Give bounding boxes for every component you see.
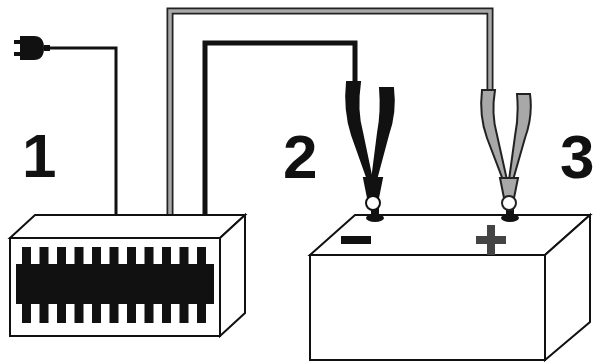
vent-slot — [92, 303, 101, 323]
mains-plug — [14, 36, 50, 60]
positive-clamp — [481, 90, 531, 210]
vent-slot — [145, 247, 154, 265]
vent-slot — [127, 247, 136, 265]
vent-slot — [40, 303, 49, 323]
callout-number: 3 — [560, 126, 594, 188]
vent-slot — [40, 247, 49, 265]
vent-slot — [75, 303, 84, 323]
vent-slot — [162, 303, 171, 323]
vent-slot — [92, 247, 101, 265]
vent-slot — [145, 303, 154, 323]
vent-slot — [110, 247, 119, 265]
charger-box — [10, 215, 245, 336]
vent-slot — [110, 303, 119, 323]
battery — [310, 206, 590, 360]
vent-slot — [75, 247, 84, 265]
vent-slot — [22, 303, 31, 323]
vent-slot — [197, 303, 206, 323]
vent-slot — [127, 303, 136, 323]
vent-slot — [57, 303, 66, 323]
minus-sign — [341, 236, 371, 244]
mains-cord — [48, 48, 116, 216]
positive-wire — [170, 11, 490, 216]
vent-slot — [197, 247, 206, 265]
negative-clamp — [346, 82, 394, 210]
vent-slot — [162, 247, 171, 265]
vent-slot — [57, 247, 66, 265]
vent-slot — [180, 303, 189, 323]
callout-number: 1 — [22, 125, 56, 187]
vent-slot — [180, 247, 189, 265]
vent-slot — [22, 247, 31, 265]
negative-wire — [205, 43, 355, 216]
callout-number: 2 — [283, 126, 317, 188]
positive-wire-outline — [170, 11, 490, 216]
